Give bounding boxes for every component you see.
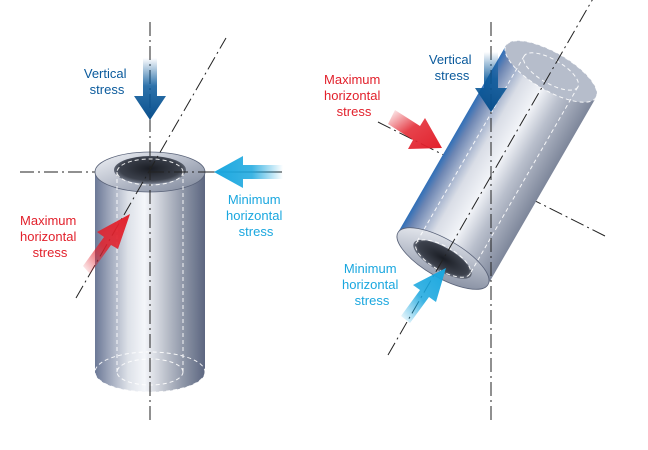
right-minimum-horizontal-stress-label: Minimum horizontal stress	[342, 261, 402, 308]
left-vertical-stress-arrow	[134, 58, 166, 120]
right-maximum-horizontal-stress-arrow	[388, 110, 442, 149]
left-panel: Vertical stress Minimum horizontal stres…	[20, 22, 286, 420]
left-minimum-horizontal-stress-label: Minimum horizontal stress	[226, 192, 286, 239]
left-vertical-stress-label: Vertical stress	[84, 66, 130, 97]
right-maximum-horizontal-stress-label: Maximum horizontal stress	[324, 72, 384, 119]
right-minimum-horizontal-stress-arrow	[401, 268, 446, 323]
right-vertical-stress-arrow	[475, 52, 507, 112]
left-minimum-horizontal-stress-arrow	[214, 156, 283, 188]
right-panel: Vertical stress Maximum horizontal stres…	[324, 0, 606, 420]
right-cylinder-axis	[387, 0, 593, 356]
right-vertical-stress-label: Vertical stress	[429, 52, 475, 83]
left-maximum-horizontal-stress-arrow	[83, 214, 130, 274]
left-maximum-horizontal-stress-label: Maximum horizontal stress	[20, 213, 80, 260]
